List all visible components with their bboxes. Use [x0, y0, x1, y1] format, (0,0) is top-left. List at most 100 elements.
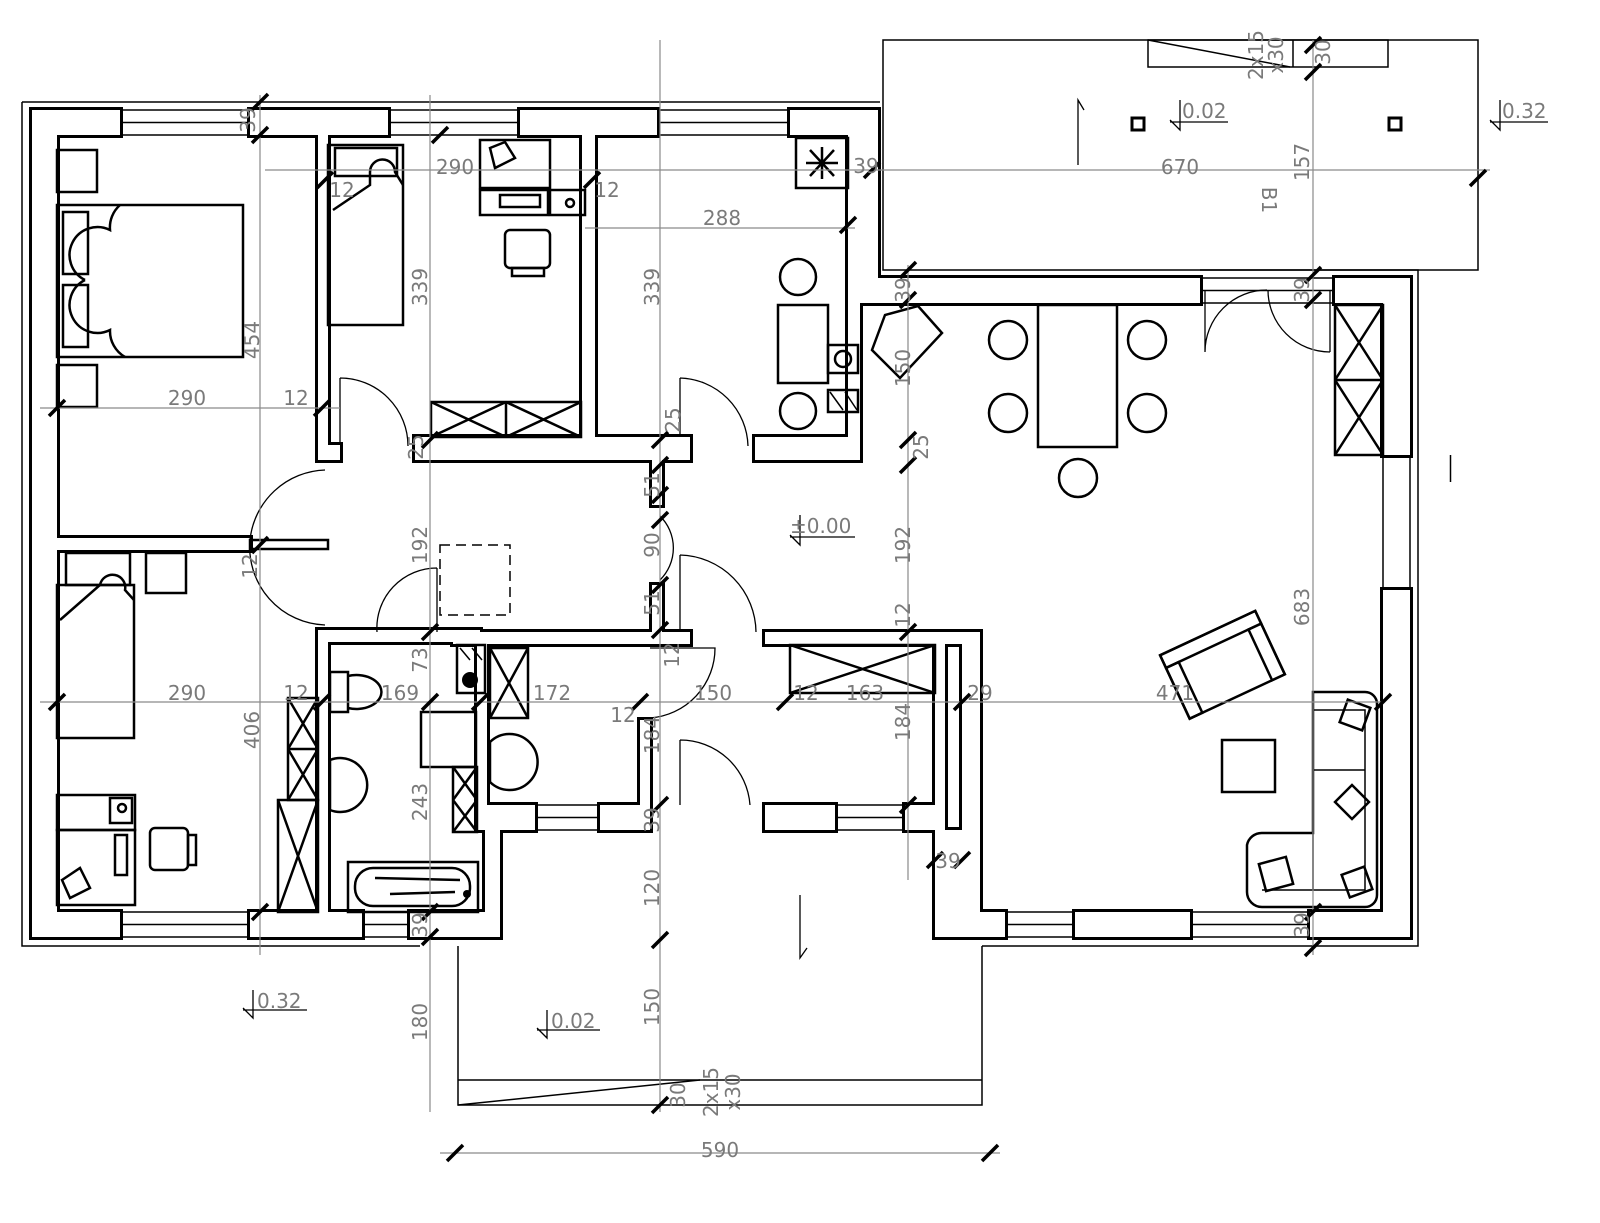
washbasin-2	[488, 732, 539, 792]
wall-fill	[652, 460, 662, 505]
dimension-tick	[862, 160, 882, 180]
wall-fill	[485, 805, 500, 937]
dimension-label: 150	[694, 681, 732, 705]
dimension-tick	[650, 430, 670, 450]
dimension-tick	[47, 398, 67, 418]
dimension-label: 150	[891, 349, 915, 387]
dimension-label: 150	[640, 988, 664, 1026]
level-bottom-terrace: 0.02	[551, 1009, 596, 1033]
dimension-label: 290	[168, 386, 206, 410]
dimension-tick	[1303, 62, 1323, 82]
dimension-label: 288	[703, 206, 741, 230]
wardrobe	[429, 400, 583, 439]
dimension-label: 12	[283, 386, 308, 410]
dimension-label: 339	[408, 268, 432, 306]
step-labels: 2x15 x30 30 30 2x15 x30 B1	[666, 30, 1335, 1117]
dimension-label: 12	[594, 178, 619, 202]
dimension-label: 90	[640, 532, 664, 557]
single-bed	[326, 143, 405, 327]
dimension-label: 590	[701, 1138, 739, 1162]
wall-fill	[318, 445, 340, 460]
dimension-tick	[1373, 692, 1393, 712]
step-bottom-c: 30	[666, 1082, 690, 1107]
wall-fill	[765, 632, 980, 644]
wall-fill	[855, 278, 1200, 303]
dimension-tick	[952, 692, 972, 712]
dimension-label: 454	[240, 321, 264, 359]
washbasin	[328, 756, 369, 814]
dimension-label: 192	[891, 526, 915, 564]
level-top-terrace: 0.02	[1182, 99, 1227, 123]
dimension-tick	[1303, 938, 1323, 958]
wall-fill	[755, 437, 860, 460]
dimension-label: 406	[240, 711, 264, 749]
dimension-label: 683	[1290, 588, 1314, 626]
coffee-table	[1220, 738, 1277, 794]
dimension-label: 12	[610, 703, 635, 727]
level-floor: ±0.00	[790, 514, 851, 538]
dimension-tick	[250, 125, 270, 145]
dimension-label: 12	[793, 681, 818, 705]
dimension-tick	[1303, 265, 1323, 285]
bathtub	[346, 860, 480, 914]
dimension-tick	[775, 692, 795, 712]
window	[1382, 454, 1411, 591]
wall-fill	[318, 630, 328, 912]
dimension-label: 670	[1161, 155, 1199, 179]
dining-table	[987, 303, 1168, 499]
dimension-label: 39	[891, 277, 915, 302]
dimension-tick	[898, 622, 918, 642]
dimension-label: 180	[408, 1003, 432, 1041]
dimension-tick	[650, 455, 670, 475]
terrace-top	[882, 39, 1479, 271]
wall-fill	[453, 632, 690, 644]
armchair-corner	[870, 304, 944, 380]
dimension-tick	[898, 795, 918, 815]
dimension-tick	[582, 170, 602, 190]
shaft	[439, 544, 511, 616]
dimension-tick	[1303, 290, 1323, 310]
toilet	[328, 670, 383, 714]
dimension-label: 290	[436, 155, 474, 179]
wall-fill	[32, 110, 57, 937]
dimension-label: 339	[640, 268, 664, 306]
step-top-a: 2x15	[1244, 30, 1268, 80]
dimension-label: 39	[1290, 277, 1314, 302]
wall-fill	[520, 110, 657, 135]
dimension-tick	[1303, 902, 1323, 922]
wall-fill	[250, 110, 388, 135]
wall-fill	[1383, 590, 1410, 937]
corner-sofa	[1245, 690, 1379, 909]
dimension-label: 39	[1290, 912, 1314, 937]
terrace-label: B1	[1257, 187, 1281, 213]
wall-fill	[57, 538, 250, 550]
wall-fill	[415, 437, 690, 460]
dimension-label: 172	[533, 681, 571, 705]
step-bottom-b: x30	[721, 1073, 745, 1110]
dimension-tick	[250, 902, 270, 922]
desk-2	[55, 793, 198, 907]
dimension-tick	[420, 927, 440, 947]
dimension-tick	[420, 622, 440, 642]
dimension-label: 163	[846, 681, 884, 705]
wall-fill	[318, 630, 480, 642]
wall-fill	[962, 632, 980, 912]
level-markers: 0.02 0.32 ±0.00 0.32 0.02	[242, 99, 1548, 1040]
sink-cabinet	[548, 188, 587, 217]
dimension-tick	[1303, 35, 1323, 55]
dimension-tick	[312, 692, 332, 712]
dimension-tick	[420, 692, 440, 712]
dimension-tick	[315, 170, 335, 190]
dimension-label: 51	[640, 472, 664, 497]
step-top-c: 30	[1311, 39, 1335, 64]
laptop-icon	[488, 140, 517, 170]
dimension-ticks	[47, 35, 1488, 1163]
dimension-tick	[650, 485, 670, 505]
dimension-label: 471	[1156, 681, 1194, 705]
dimension-label: 192	[408, 526, 432, 564]
dimension-lines	[40, 40, 1490, 1154]
dimension-label: 184	[640, 716, 664, 754]
dimension-label: 157	[1290, 143, 1314, 181]
kitchen	[776, 136, 860, 431]
